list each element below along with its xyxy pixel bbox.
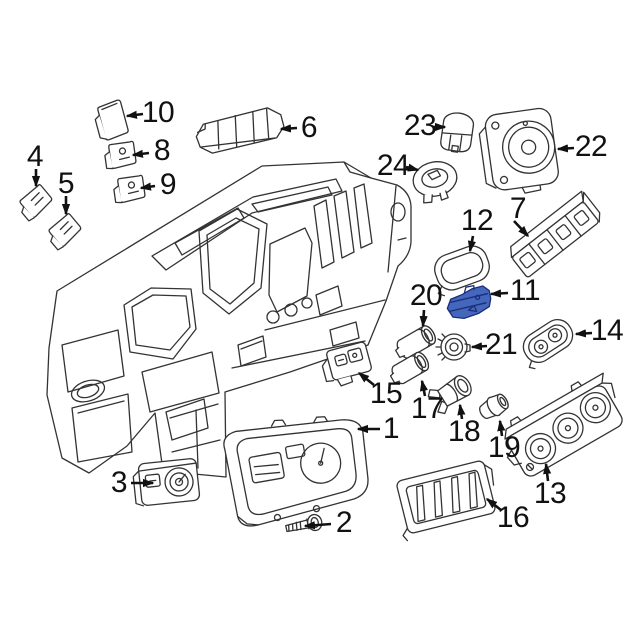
part-sketch-21 xyxy=(435,333,471,361)
callout-label-8: 8 xyxy=(153,134,171,167)
callout-label-12: 12 xyxy=(460,204,494,237)
callout-arrow-24 xyxy=(405,163,420,172)
callout-label-22: 22 xyxy=(574,130,608,163)
callout-arrow-8 xyxy=(131,149,150,158)
part-sketch-23 xyxy=(440,112,475,153)
part-sketch-13-screw xyxy=(525,462,535,472)
part-sketch-24 xyxy=(412,161,458,204)
callout-label-1: 1 xyxy=(382,412,400,445)
part-sketch-20 xyxy=(395,325,436,359)
callout-arrow-6 xyxy=(279,124,298,133)
part-sketch-4 xyxy=(19,184,53,222)
part-sketch-7 xyxy=(510,190,601,278)
callout-arrow-15 xyxy=(357,371,375,387)
dashboard-sketch xyxy=(46,161,412,478)
callout-arrow-9 xyxy=(139,182,156,191)
callout-label-19: 19 xyxy=(487,431,521,464)
part-sketch-15 xyxy=(321,341,372,387)
callout-label-7: 7 xyxy=(509,192,527,225)
callout-label-21: 21 xyxy=(484,328,518,361)
callout-arrow-16 xyxy=(485,497,502,512)
callout-label-4: 4 xyxy=(26,140,44,173)
callout-arrow-2 xyxy=(303,521,332,530)
part-sketch-8 xyxy=(104,140,137,170)
callout-label-5: 5 xyxy=(57,167,75,200)
part-sketch-17 xyxy=(389,351,430,385)
callout-label-23: 23 xyxy=(403,109,437,142)
part-sketch-5 xyxy=(48,213,82,251)
callout-label-2: 2 xyxy=(335,506,353,539)
part-sketch-19 xyxy=(479,393,509,420)
callout-label-16: 16 xyxy=(496,501,530,534)
callout-label-11: 11 xyxy=(509,274,541,307)
part-sketch-14 xyxy=(522,318,574,370)
part-sketch-9 xyxy=(113,174,146,204)
part-sketch-1-instrument-cluster xyxy=(223,416,369,527)
callout-arrow-22 xyxy=(556,144,575,153)
callout-arrow-7 xyxy=(513,220,530,238)
callout-label-14: 14 xyxy=(590,314,624,347)
callout-label-6: 6 xyxy=(300,111,318,144)
callout-arrow-19 xyxy=(497,419,506,437)
callout-label-20: 20 xyxy=(409,279,443,312)
callout-arrow-21 xyxy=(470,342,488,351)
callout-label-9: 9 xyxy=(159,168,177,201)
callout-arrow-17 xyxy=(419,379,428,397)
callout-arrow-14 xyxy=(574,329,593,338)
callout-label-13: 13 xyxy=(533,477,567,510)
callout-label-15: 15 xyxy=(369,377,403,410)
part-sketch-3 xyxy=(132,458,201,507)
callout-label-3: 3 xyxy=(110,466,128,499)
callout-label-10: 10 xyxy=(141,96,175,129)
callout-arrow-12 xyxy=(467,235,476,253)
callout-label-24: 24 xyxy=(376,149,410,182)
part-sketch-10 xyxy=(94,99,129,141)
part-sketch-6 xyxy=(195,107,285,154)
part-sketch-12 xyxy=(434,245,490,297)
part-sketch-18 xyxy=(427,375,472,415)
part-sketch-22 xyxy=(478,107,559,194)
callout-arrow-10 xyxy=(125,110,144,119)
part-sketch-11-highlighted xyxy=(446,284,492,320)
callout-label-18: 18 xyxy=(447,415,481,448)
callout-arrow-18 xyxy=(457,403,466,420)
part-sketch-16 xyxy=(396,460,496,542)
callout-arrow-13 xyxy=(543,462,552,482)
callout-arrows xyxy=(31,110,593,530)
callout-arrow-20 xyxy=(419,309,428,328)
part-sketch-13 xyxy=(504,372,623,477)
callout-label-17: 17 xyxy=(410,392,444,425)
callout-arrow-11 xyxy=(489,289,509,298)
